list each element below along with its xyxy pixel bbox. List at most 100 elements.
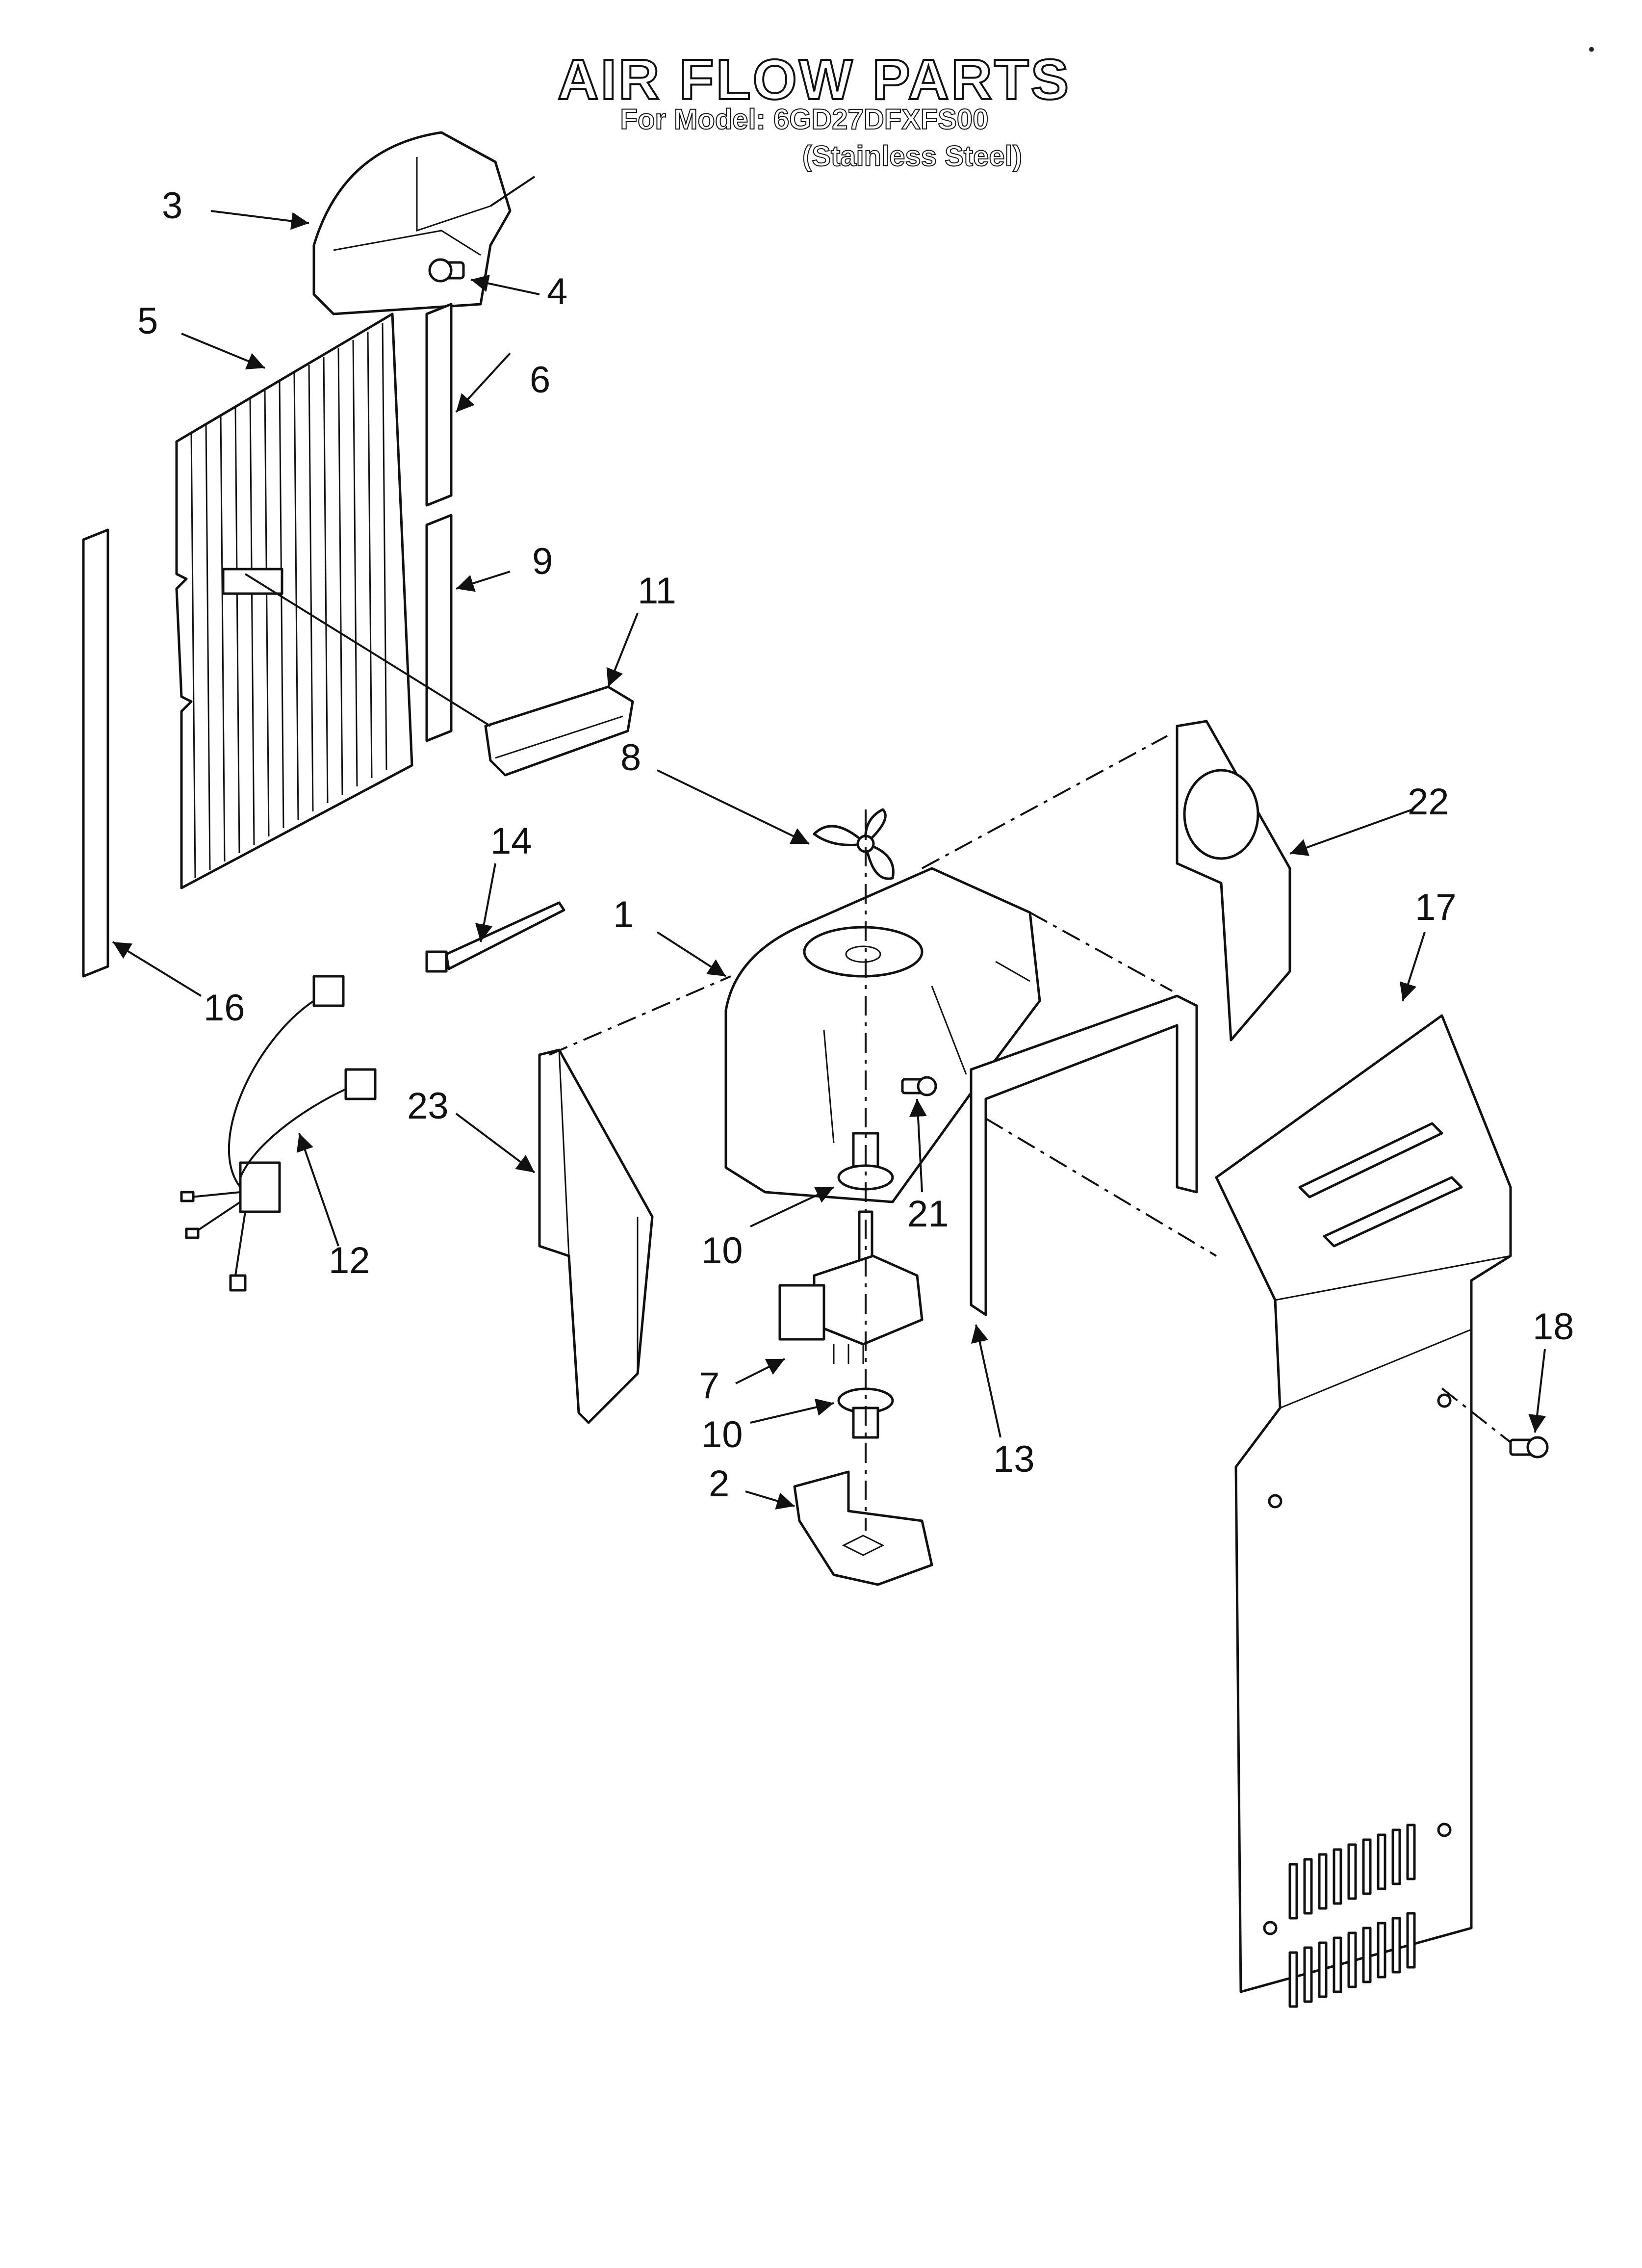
callout-leader-16: [112, 941, 202, 997]
coil-fin-line: [337, 348, 343, 795]
part-evaporator-coil: [175, 313, 413, 889]
vent-slot: [1406, 1912, 1416, 1969]
callout-number-10b: 10: [701, 1414, 743, 1456]
part-motor-bracket: [793, 1470, 933, 1586]
vent-slot: [1377, 1922, 1386, 1979]
part-foam-strip-9: [425, 514, 453, 742]
diagram-title: AIR FLOW PARTS: [557, 47, 1071, 112]
vent-slot: [1333, 1848, 1342, 1905]
vent-slot: [1318, 1853, 1328, 1910]
coil-fin-line: [264, 390, 270, 837]
callout-number-17: 17: [1415, 886, 1457, 928]
vent-slot: [1303, 1858, 1313, 1915]
part-screw-18: [1509, 1436, 1549, 1459]
callout-number-2: 2: [709, 1463, 729, 1505]
callout-leader-1: [656, 931, 727, 977]
part-cable-tie: [425, 901, 565, 973]
callout-leader-3: [210, 210, 309, 230]
model-line: For Model: 6GD27DFXFS00: [620, 103, 989, 136]
callout-number-23: 23: [407, 1085, 449, 1127]
callout-leader-2: [745, 1490, 795, 1510]
part-rear-duct-panel: [1215, 1014, 1512, 2008]
callout-leader-9: [456, 571, 511, 592]
vent-slot: [1333, 1936, 1342, 1993]
callout-leader-17: [1399, 932, 1426, 1001]
callout-number-3: 3: [162, 185, 182, 227]
vent-slot: [1406, 1824, 1416, 1880]
callout-leader-23: [455, 1113, 536, 1173]
callout-number-16: 16: [204, 987, 245, 1029]
callout-number-7: 7: [699, 1365, 719, 1407]
callout-leader-7: [735, 1358, 785, 1384]
part-fan-blade: [813, 808, 895, 880]
vent-slot: [1347, 1931, 1357, 1988]
part-fan-motor: [778, 1210, 924, 1364]
callout-number-14: 14: [490, 820, 532, 862]
alignment-line-d: [985, 1118, 1217, 1257]
callout-leader-8: [657, 769, 810, 845]
variant-line: (Stainless Steel): [802, 140, 1023, 173]
part-foam-strip-16: [82, 528, 109, 978]
coil-fin-line: [190, 431, 196, 879]
vent-slot: [1377, 1833, 1386, 1890]
alignment-line-c: [1029, 912, 1173, 992]
vent-slot: [1288, 1951, 1298, 2008]
callout-leader-14: [475, 863, 496, 942]
alignment-line-b: [922, 735, 1168, 869]
corner-mark: •: [1587, 40, 1597, 60]
coil-fin-line: [293, 373, 299, 820]
coil-fin-line: [352, 339, 358, 787]
callout-number-22: 22: [1408, 781, 1449, 823]
coil-fin-line: [234, 406, 240, 854]
callout-leader-4: [470, 274, 540, 295]
coil-fin-line: [279, 381, 284, 829]
callout-number-11: 11: [638, 570, 676, 612]
callout-leader-6: [455, 352, 511, 413]
part-baffle-right: [1176, 720, 1291, 1042]
part-wire-harness: [180, 975, 377, 1292]
coil-fin-line: [308, 365, 314, 812]
callout-number-21: 21: [907, 1193, 949, 1235]
coil-fin-line: [382, 323, 387, 770]
part-screw-21: [901, 1076, 937, 1096]
callout-leader-11: [606, 613, 639, 687]
coil-fin-line: [323, 356, 329, 804]
callout-leader-10b: [750, 1398, 834, 1424]
alignment-line-a: [549, 975, 731, 1056]
coil-fin-line: [220, 415, 226, 862]
callout-leader-21: [909, 1098, 927, 1193]
callout-number-13: 13: [993, 1438, 1035, 1480]
vent-slot: [1303, 1946, 1313, 2003]
coil-fin-line: [249, 398, 255, 845]
part-screw-4: [428, 258, 465, 283]
vent-slot: [1288, 1863, 1298, 1920]
callout-number-9: 9: [532, 541, 553, 582]
callout-number-5: 5: [137, 300, 158, 342]
vent-slot: [1391, 1828, 1401, 1885]
vent-slot: [1318, 1941, 1328, 1998]
alignment-line-e: [1441, 1387, 1512, 1443]
callout-leader-10a: [750, 1186, 834, 1227]
callout-number-6: 6: [530, 359, 550, 401]
callout-leader-22: [1289, 808, 1413, 856]
callout-number-10a: 10: [701, 1230, 743, 1272]
coil-fin-line: [205, 423, 211, 870]
vent-slot: [1347, 1843, 1357, 1900]
callout-leader-12: [296, 1133, 339, 1247]
callout-leader-18: [1528, 1349, 1546, 1433]
vent-slot: [1391, 1917, 1401, 1974]
part-u-seal: [970, 994, 1198, 1316]
vent-slot: [1362, 1927, 1372, 1983]
part-foam-strip-6: [425, 303, 453, 507]
callout-leader-5: [181, 333, 265, 369]
coil-fin-line: [367, 331, 373, 779]
callout-number-18: 18: [1533, 1306, 1574, 1348]
part-fan-housing: [724, 867, 1041, 1203]
vent-slot: [1362, 1838, 1372, 1895]
callout-number-12: 12: [329, 1240, 370, 1281]
callout-number-8: 8: [620, 737, 641, 779]
callout-leader-13: [971, 1324, 1001, 1438]
